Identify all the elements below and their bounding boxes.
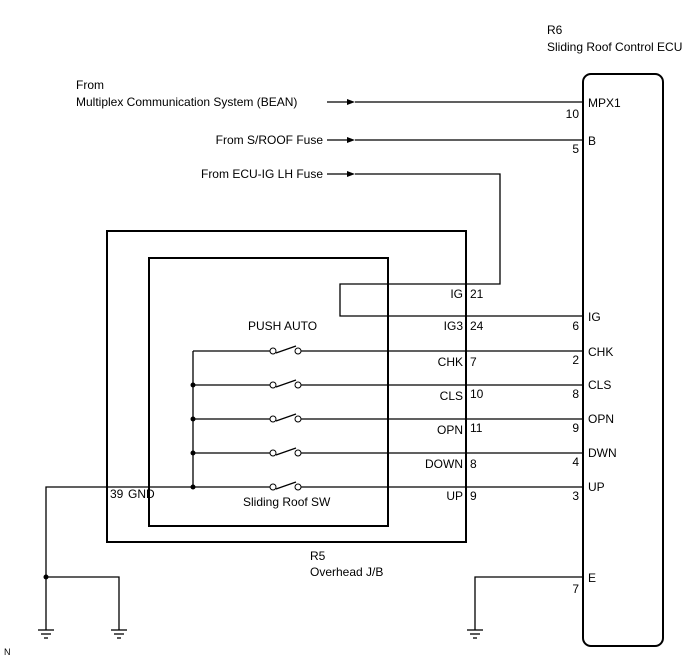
ecu-pin-name: UP (588, 480, 605, 494)
jb-pin-name: IG (450, 287, 463, 301)
switch-contact-chk (193, 345, 466, 355)
ground-icon (467, 629, 483, 639)
ecu-pin-name: DWN (588, 446, 617, 460)
switch-contact-down (193, 447, 466, 457)
jb-pin-name: IG3 (444, 319, 464, 333)
ecu-pin-name: OPN (588, 412, 614, 426)
ground-icon (111, 629, 127, 639)
ecu-pin-num: 6 (572, 319, 579, 333)
multiplex-from-label: From (76, 78, 104, 92)
jb-pin-num: 9 (470, 489, 477, 503)
jb-pin-name: DOWN (425, 457, 463, 471)
multiplex-arrow (327, 99, 355, 105)
jb-pin-num: 10 (470, 387, 484, 401)
ecu-pin-num: 9 (572, 421, 579, 435)
ecu-pin-num: 8 (572, 387, 579, 401)
ecu-pin-labels: 10 MPX1 5 B 6 IG 2 CHK 8 CLS 9 OPN 4 DWN… (566, 96, 621, 596)
jb-pin-num: 21 (470, 287, 484, 301)
sroof-fuse-arrow (327, 137, 355, 143)
ecu-code: R6 (547, 23, 563, 37)
wire-e (474, 576, 583, 630)
ecu-pin-name: MPX1 (588, 96, 621, 110)
wire-ig-loop (339, 283, 583, 317)
switch-name-label: Sliding Roof SW (243, 495, 331, 509)
ecu-pin-num: 5 (572, 142, 579, 156)
ecu-ig-fuse-arrow (327, 171, 355, 177)
ecu-name: Sliding Roof Control ECU (547, 40, 682, 54)
ecu-pin-name: CHK (588, 345, 613, 359)
ecu-pin-name: E (588, 571, 596, 585)
jb-name: Overhead J/B (310, 565, 383, 579)
ecu-ig-fuse-label: From ECU-IG LH Fuse (201, 167, 323, 181)
switch-contact-up (193, 481, 466, 491)
jb-pin-name: UP (446, 489, 463, 503)
ecu-pin-name: CLS (588, 378, 611, 392)
sroof-fuse-label: From S/ROOF Fuse (216, 133, 324, 147)
corner-mark: N (4, 647, 11, 657)
jb-pin-num: 24 (470, 319, 484, 333)
switch-box (148, 257, 389, 527)
jb-pin-labels: IG 21 IG3 24 CHK 7 CLS 10 OPN 11 DOWN 8 … (425, 287, 484, 503)
jb-code: R5 (310, 549, 326, 563)
multiplex-source-label: Multiplex Communication System (BEAN) (76, 95, 297, 109)
wire-gnd (45, 486, 193, 630)
ecu-pin-name: IG (588, 310, 601, 324)
push-auto-label: PUSH AUTO (248, 319, 317, 333)
ecu-box (582, 73, 664, 647)
ecu-pin-num: 10 (566, 107, 580, 121)
jb-gnd-pin-name: GND (128, 487, 155, 501)
ecu-pin-num: 4 (572, 455, 579, 469)
junction-block-box (106, 230, 467, 543)
ecu-pin-num: 3 (572, 489, 579, 503)
ecu-pin-num: 7 (572, 582, 579, 596)
jb-gnd-pin-num: 39 (110, 487, 124, 501)
jb-pin-name: CLS (440, 389, 463, 403)
jb-pin-num: 11 (470, 421, 483, 435)
jb-pin-num: 8 (470, 457, 477, 471)
wire-ecu-ig (355, 173, 501, 285)
ecu-pin-name: B (588, 134, 596, 148)
jb-pin-num: 7 (470, 355, 477, 369)
wire-gnd-branch (46, 576, 120, 630)
ground-icon (38, 629, 54, 639)
jb-pin-name: OPN (437, 423, 463, 437)
ecu-pin-num: 2 (572, 353, 579, 367)
switch-contact-opn (193, 413, 466, 423)
jb-pin-name: CHK (438, 355, 463, 369)
switch-contact-cls (193, 379, 466, 389)
